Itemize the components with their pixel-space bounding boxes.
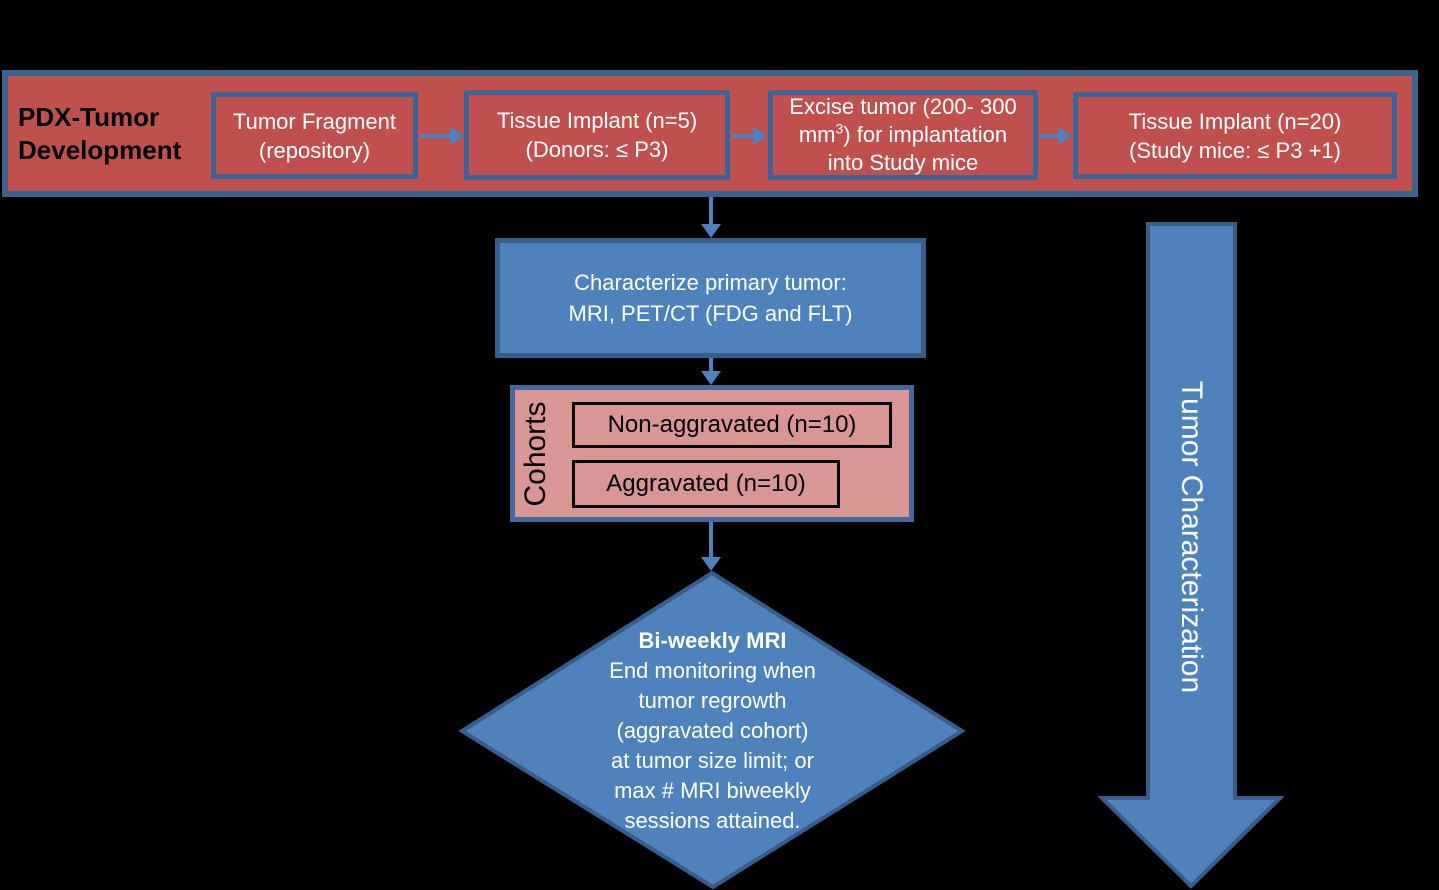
- diamond-line-1: End monitoring when: [609, 658, 816, 683]
- down-arrowhead-icon-1: [701, 224, 721, 238]
- tumor-fragment-line1: Tumor Fragment: [232, 108, 396, 134]
- superscript-3: 3: [835, 120, 844, 137]
- tumor-fragment-box: Tumor Fragment (repository): [211, 92, 418, 179]
- right-arrow-connector-2: [732, 134, 755, 138]
- right-arrowhead-icon-1: [450, 127, 464, 145]
- characterize-line1: Characterize primary tumor:: [574, 270, 847, 295]
- tumor-characterization-label: Tumor Characterization: [1175, 380, 1208, 694]
- cohort-non-aggravated: Non-aggravated (n=10): [572, 402, 892, 448]
- tissue-implant-n20-box: Tissue Implant (n=20) (Study mice: ≤ P3 …: [1073, 92, 1397, 179]
- cohort-non-aggravated-label: Non-aggravated (n=10): [607, 411, 857, 438]
- tissue-implant-n5-line1: Tissue Implant (n=5): [496, 108, 698, 133]
- banner-title-line2: Development: [18, 135, 182, 165]
- decision-diamond: [458, 570, 966, 890]
- diamond-line-6: sessions attained.: [624, 808, 801, 833]
- cohort-aggravated-label: Aggravated (n=10): [606, 470, 806, 497]
- excise-tumor-line3: into Study mice: [827, 150, 979, 175]
- right-arrow-connector-3: [1040, 134, 1060, 138]
- diamond-line-5: max # MRI biweekly: [614, 778, 811, 803]
- decision-diamond-text: Bi-weekly MRI End monitoring when tumor …: [530, 626, 895, 836]
- down-arrow-connector-3: [709, 522, 713, 558]
- down-arrow-connector-2: [709, 358, 713, 372]
- down-arrowhead-icon-3: [701, 557, 721, 571]
- down-arrowhead-icon-2: [701, 371, 721, 385]
- down-arrow-connector-1: [709, 197, 713, 225]
- tissue-implant-n20-line1: Tissue Implant (n=20): [1128, 108, 1342, 134]
- excise-tumor-box: Excise tumor (200- 300 mm3) for implanta…: [768, 90, 1038, 180]
- tissue-implant-n20-line2: (Study mice: ≤ P3 +1): [1129, 137, 1341, 163]
- tumor-characterization-arrow: [1098, 222, 1284, 889]
- right-arrow-connector-1: [420, 134, 452, 138]
- characterize-primary-tumor-box: Characterize primary tumor: MRI, PET/CT …: [495, 238, 926, 358]
- tissue-implant-n5-line2: (Donors: ≤ P3): [525, 137, 669, 162]
- characterize-line2: MRI, PET/CT (FDG and FLT): [568, 301, 853, 326]
- tissue-implant-n5-box: Tissue Implant (n=5) (Donors: ≤ P3): [464, 90, 730, 180]
- excise-tumor-line2: mm3) for implantation: [798, 120, 1008, 147]
- right-arrowhead-icon-3: [1058, 127, 1072, 145]
- tumor-fragment-line2: (repository): [258, 137, 371, 163]
- diamond-line-2: tumor regrowth: [638, 688, 787, 713]
- diamond-title: Bi-weekly MRI: [638, 628, 787, 653]
- diamond-line-4: at tumor size limit; or: [611, 748, 814, 773]
- decision-diamond-shape: [458, 570, 966, 890]
- right-arrowhead-icon-2: [753, 127, 767, 145]
- big-down-arrow-shape: [1098, 222, 1284, 889]
- banner-title: PDX-Tumor Development: [18, 101, 208, 167]
- cohorts-label: Cohorts: [519, 401, 552, 507]
- diamond-line-3: (aggravated cohort): [616, 718, 809, 743]
- cohort-aggravated: Aggravated (n=10): [572, 460, 840, 508]
- excise-tumor-line1: Excise tumor (200- 300: [789, 94, 1017, 119]
- banner-title-line1: PDX-Tumor: [18, 102, 160, 132]
